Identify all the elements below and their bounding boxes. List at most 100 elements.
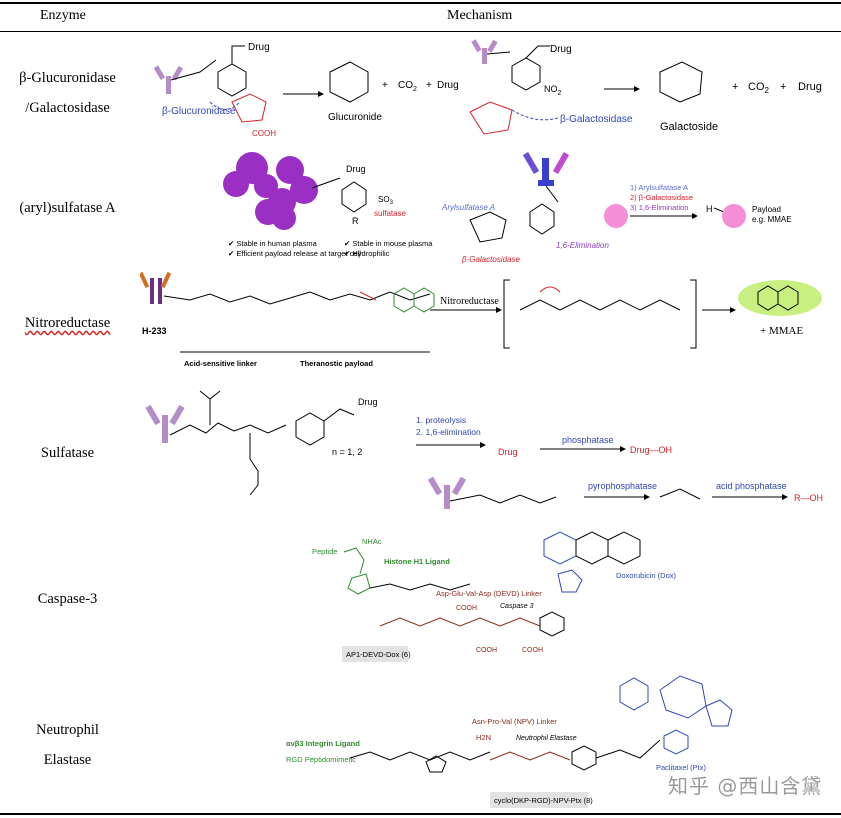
svg-text:Caspase 3: Caspase 3 (500, 603, 534, 610)
benzene-ring (217, 63, 247, 97)
drug-label: Drug (358, 397, 378, 407)
galactoside-ring (659, 61, 703, 103)
enzyme-name: Neutrophil (36, 722, 99, 738)
svg-text:NHAc: NHAc (362, 537, 382, 546)
svg-text:Histone H1 Ligand: Histone H1 Ligand (384, 557, 450, 566)
benzene-ring (295, 412, 325, 446)
enzyme-name: Caspase-3 (37, 591, 98, 607)
enzyme-cell-sulfatase: Sulfatase (0, 438, 135, 468)
antibody-icon (145, 404, 185, 443)
enzyme-name: β-Glucuronidase (19, 70, 116, 86)
scheme-glucuronidase: Drug COOH β-Glucuronidase Glucuronide + … (153, 39, 822, 138)
scheme-arylsulfatase: Drug R SO3 sulfatase ✔ Stable in human p… (223, 151, 792, 264)
svg-text:3) 1,6-Elimination: 3) 1,6-Elimination (630, 203, 688, 212)
phenyl-ring (619, 677, 649, 711)
svg-text:Drug—OH: Drug—OH (630, 445, 672, 455)
scheme-sulfatase: Drug n = 1, 2 1. proteolysis 2. 1,6-elim… (145, 390, 823, 509)
enzyme-label: β-Glucuronidase (162, 106, 236, 117)
product-label: Glucuronide (328, 112, 382, 123)
svg-text:n = 1, 2: n = 1, 2 (332, 447, 362, 457)
svg-text:Asp-Glu-Val-Asp (DEVD) Linker: Asp-Glu-Val-Asp (DEVD) Linker (436, 589, 542, 598)
drug-label: Drug (498, 447, 518, 457)
drug-label: Drug (437, 80, 459, 91)
svg-text:✔ Stable in human plasma: ✔ Stable in human plasma (228, 239, 318, 248)
payload-icon (722, 204, 746, 228)
compound-label-box (490, 792, 588, 808)
so3-label: SO3 (378, 195, 394, 206)
svg-text:1) Arylsulfatase A: 1) Arylsulfatase A (630, 183, 688, 192)
antibody-icon (153, 65, 184, 94)
svg-text:+: + (382, 80, 388, 91)
svg-text:β-Galactosidase: β-Galactosidase (461, 255, 520, 264)
benzene-ring (511, 57, 541, 91)
svg-text:Payload: Payload (752, 205, 781, 214)
svg-text:Paclitaxel (Ptx): Paclitaxel (Ptx) (656, 763, 707, 772)
svg-text:COOH: COOH (476, 647, 497, 654)
fluorophore-glow (738, 280, 822, 316)
svg-text:H-233: H-233 (142, 326, 167, 336)
svg-text:cyclo(DKP-RGD)-NPV-Ptx (8): cyclo(DKP-RGD)-NPV-Ptx (8) (494, 796, 593, 805)
svg-text:αvβ3 Integrin Ligand: αvβ3 Integrin Ligand (286, 739, 360, 748)
scheme-caspase: Peptide NHAc Histone H1 Ligand Doxorubic… (312, 531, 677, 662)
svg-text:R—OH: R—OH (794, 493, 823, 503)
antibody-icon (140, 271, 172, 304)
antibody-protein-icon (223, 152, 318, 230)
svg-text:+ MMAE: + MMAE (760, 325, 803, 337)
svg-text:2. 1,6-elimination: 2. 1,6-elimination (416, 427, 481, 437)
svg-text:Asn-Pro-Val (NPV) Linker: Asn-Pro-Val (NPV) Linker (472, 717, 557, 726)
taxane-core (659, 675, 707, 719)
svg-text:R: R (352, 216, 359, 226)
svg-text:Nitroreductase: Nitroreductase (440, 296, 499, 307)
drug-label: Drug (248, 42, 270, 53)
enzyme-label: β-Galactosidase (560, 114, 633, 125)
succinimide-ring (347, 573, 371, 595)
enzyme-cell-glucuronidase: β-Glucuronidase /Galactosidase (0, 63, 135, 123)
svg-text:COOH: COOH (252, 129, 276, 138)
header-enzyme: Enzyme (40, 8, 86, 23)
compound-label-box (342, 646, 408, 662)
enzyme-name-cont: Elastase (43, 752, 92, 768)
co2-label: CO2 (398, 80, 417, 93)
mechanism-sulfatase: Drug n = 1, 2 1. proteolysis 2. 1,6-elim… (140, 385, 840, 530)
antibody-icon (427, 476, 467, 509)
svg-text:+: + (780, 81, 786, 93)
table-bottom-rule (0, 813, 841, 815)
scheme-nitroreductase: H-233 Acid-sensitive linker Theranostic … (140, 271, 822, 368)
svg-text:Acid-sensitive linker: Acid-sensitive linker (184, 359, 257, 368)
svg-text:Peptide: Peptide (312, 547, 337, 556)
enzyme-name: (aryl)sulfatase A (19, 200, 116, 216)
mechanism-elastase: αvβ3 Integrin Ligand RGD Peptidomimetic … (140, 670, 840, 812)
svg-text:Neutrophil Elastase: Neutrophil Elastase (516, 735, 577, 742)
svg-text:H2N: H2N (476, 733, 491, 742)
svg-text:Arylsulfatase A: Arylsulfatase A (441, 203, 495, 212)
benzene-ring (529, 203, 555, 235)
table-top-rule (0, 2, 841, 4)
enzyme-cell-nitroreductase: Nitroreductase (0, 308, 135, 338)
drug-label: Drug (550, 44, 572, 55)
svg-text:+: + (732, 81, 738, 93)
anthracycline-ring (543, 531, 577, 565)
scheme-elastase: αvβ3 Integrin Ligand RGD Peptidomimetic … (286, 675, 733, 808)
benzene-ring (571, 745, 597, 771)
mechanism-glucuronidase: Drug COOH β-Glucuronidase Glucuronide + … (140, 32, 840, 150)
header-mechanism: Mechanism (447, 8, 513, 23)
svg-text:✔ Stable in mouse plasma: ✔ Stable in mouse plasma (344, 239, 433, 248)
sugar-ring (469, 101, 513, 135)
svg-text:1. proteolysis: 1. proteolysis (416, 415, 466, 425)
svg-text:pyrophosphatase: pyrophosphatase (588, 481, 657, 491)
svg-text:1,6-Elimination: 1,6-Elimination (556, 241, 609, 250)
svg-text:AP1-DEVD-Dox (6): AP1-DEVD-Dox (6) (346, 650, 411, 659)
enzyme-cell-elastase: Neutrophil Elastase (0, 715, 135, 775)
enzyme-cell-caspase: Caspase-3 (0, 584, 135, 614)
co2-label: CO2 (748, 81, 770, 95)
mechanism-arylsulfatase: Drug R SO3 sulfatase ✔ Stable in human p… (140, 150, 840, 268)
svg-text:2) β-Galactosidase: 2) β-Galactosidase (630, 193, 693, 202)
glucuronide-ring (329, 61, 369, 103)
svg-text:RGD Peptidomimetic: RGD Peptidomimetic (286, 755, 356, 764)
sulfatase-label: sulfatase (374, 209, 407, 218)
payload-icon (604, 204, 628, 228)
no2-label: NO2 (544, 84, 562, 97)
sugar-ring (231, 93, 267, 123)
svg-text:acid phosphatase: acid phosphatase (716, 481, 787, 491)
